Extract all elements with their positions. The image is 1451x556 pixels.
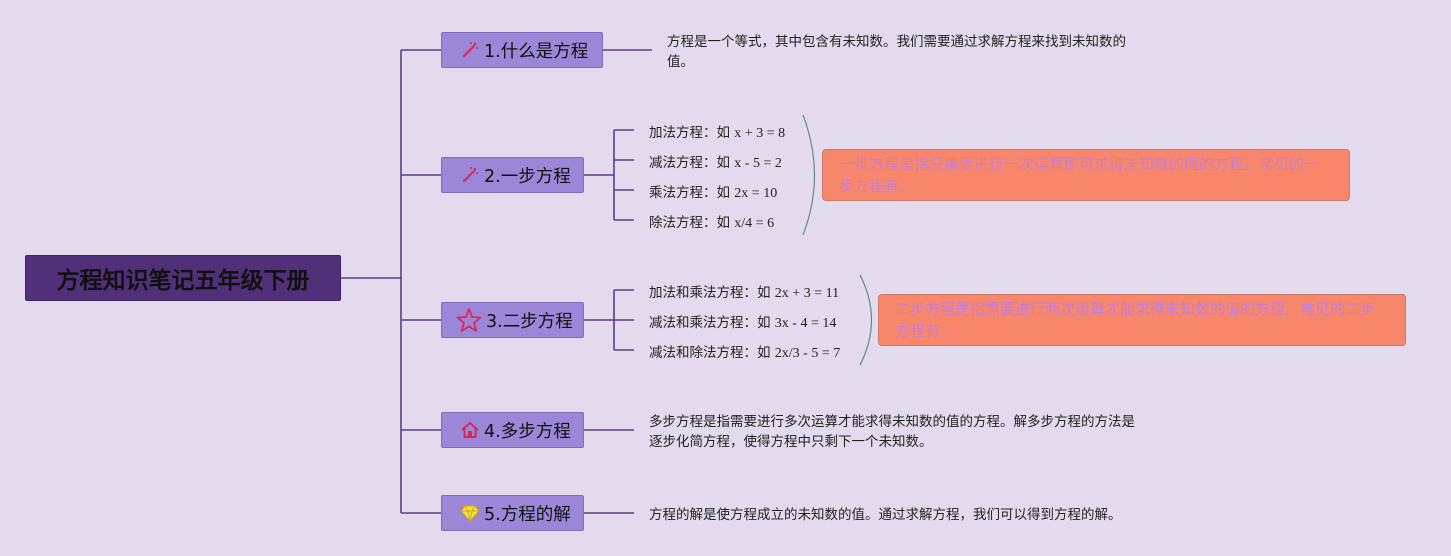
branch-label: 2.一步方程 (484, 166, 571, 187)
list-item[interactable]: 减法方程：如 x - 5 = 2 (649, 155, 782, 171)
two-step-callout[interactable]: 二步方程是指需要进行两次运算才能求得未知数的值的方程。常见的二步方程有： (878, 294, 1406, 346)
branch-label: 5.方程的解 (484, 504, 571, 525)
branch-two-step-equation[interactable]: 3.二步方程 (441, 302, 584, 338)
house-icon (460, 420, 480, 440)
branch-one-step-equation[interactable]: 2.一步方程 (441, 157, 584, 193)
branch-what-is-equation[interactable]: 1.什么是方程 (441, 32, 603, 68)
list-item[interactable]: 除法方程：如 x/4 = 6 (649, 215, 775, 231)
star-icon (456, 307, 482, 333)
one-step-callout[interactable]: 一步方程是指只需要进行一次运算即可求得未知数的值的方程。常见的一步方程有： (822, 149, 1350, 201)
diamond-icon (460, 503, 480, 523)
root-topic[interactable]: 方程知识笔记五年级下册 (25, 255, 341, 301)
branch-label: 1.什么是方程 (484, 41, 589, 62)
branch-label: 4.多步方程 (484, 421, 571, 442)
branch-label: 3.二步方程 (486, 311, 573, 332)
magic-wand-icon (460, 165, 480, 185)
list-item[interactable]: 加法方程：如 x + 3 = 8 (649, 125, 786, 141)
root-title: 方程知识笔记五年级下册 (56, 268, 310, 294)
branch-4-note: 多步方程是指需要进行多次运算才能求得未知数的值的方程。解多步方程的方法是逐步化简… (649, 414, 1135, 450)
list-item[interactable]: 减法和乘法方程：如 3x - 4 = 14 (649, 315, 837, 331)
list-item[interactable]: 乘法方程：如 2x = 10 (649, 185, 778, 201)
branch-1-note: 方程是一个等式，其中包含有未知数。我们需要通过求解方程来找到未知数的值。 (667, 34, 1126, 70)
list-item[interactable]: 加法和乘法方程：如 2x + 3 = 11 (649, 285, 840, 301)
branch-5-note: 方程的解是使方程成立的未知数的值。通过求解方程，我们可以得到方程的解。 (649, 507, 1122, 523)
branch-equation-solution[interactable]: 5.方程的解 (441, 495, 584, 531)
magic-wand-icon (460, 40, 480, 60)
list-item[interactable]: 减法和除法方程：如 2x/3 - 5 = 7 (649, 345, 841, 361)
branch-multi-step-equation[interactable]: 4.多步方程 (441, 412, 584, 448)
